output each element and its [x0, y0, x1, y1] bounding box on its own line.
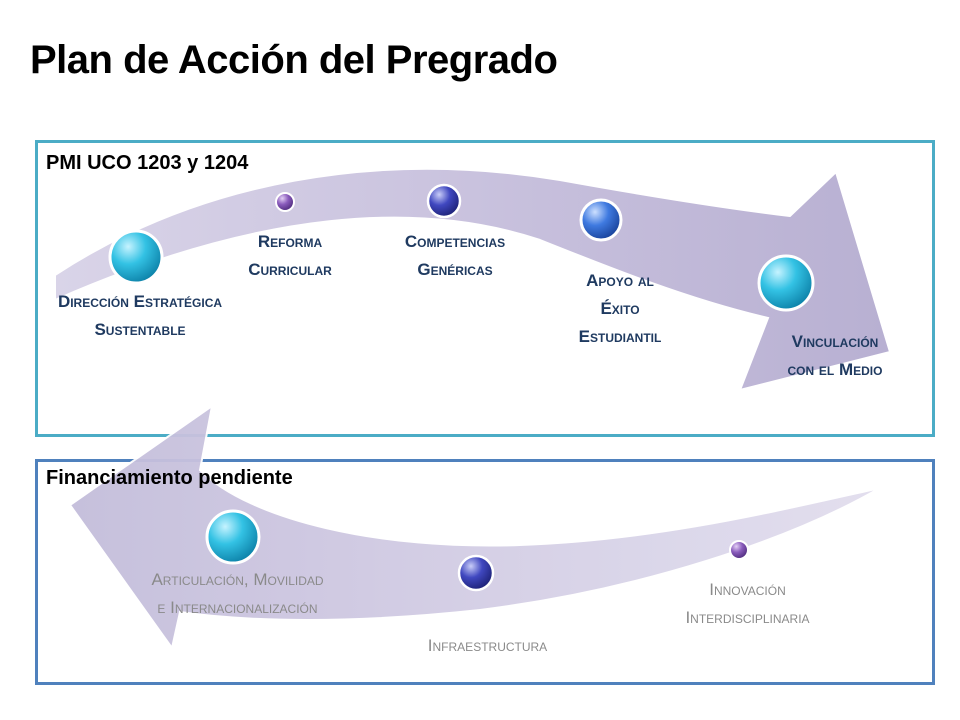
label-apoyo-exito: Apoyo al Éxito Estudiantil [578, 271, 662, 346]
node-apoyo-exito [579, 198, 623, 242]
label-reforma-curricular: Reforma Curricular [248, 232, 332, 279]
top-arrow [54, 167, 892, 392]
label-infraestructura: Infraestructura [427, 636, 548, 655]
node-reforma-curricular [275, 192, 295, 212]
page-title: Plan de Acción del Pregrado [30, 38, 558, 82]
financing-panel [35, 459, 935, 685]
node-competencias-genericas [426, 183, 462, 219]
node-articulacion [205, 509, 261, 565]
node-direccion-estrategica [108, 229, 164, 285]
pmi-panel [35, 140, 935, 437]
label-direccion-estrategica: Dirección Estratégica Sustentable [57, 292, 223, 339]
pmi-panel-label: PMI UCO 1203 y 1204 [46, 152, 249, 174]
label-vinculacion-medio: Vinculación con el Medio [787, 332, 883, 379]
label-articulacion: Articulación, Movilidad e Internacionali… [151, 570, 324, 617]
node-vinculacion-medio [757, 254, 815, 312]
label-innovacion: Innovación Interdisciplinaria [685, 580, 810, 627]
bottom-arrow [68, 403, 881, 651]
financing-panel-label: Financiamiento pendiente [46, 467, 293, 489]
node-innovacion [729, 540, 749, 560]
label-competencias-genericas: Competencias Genéricas [404, 232, 506, 279]
node-infraestructura [457, 554, 495, 592]
